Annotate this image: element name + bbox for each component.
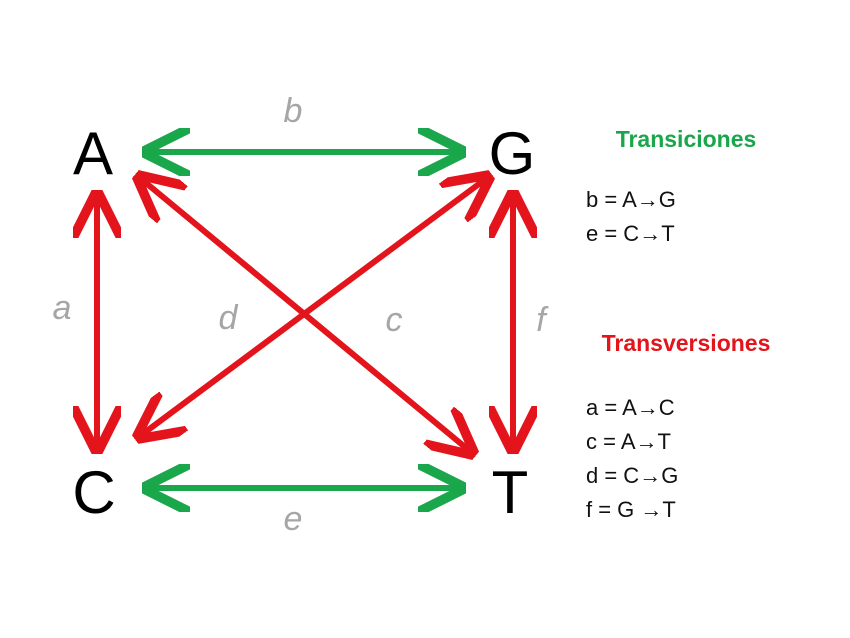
legend-transversions-list: a = A→C c = A→T d = C→G f = G →T xyxy=(586,391,786,527)
legend-item: e = C→T xyxy=(586,221,675,246)
legend-transitions-title: Transiciones xyxy=(615,126,757,152)
node-c-label: C xyxy=(72,459,115,526)
edge-a-label: a xyxy=(53,289,72,327)
edge-d-label: d xyxy=(219,299,239,337)
edge-d-arrow xyxy=(140,178,487,436)
legend-item: d = C→G xyxy=(586,463,679,488)
node-t-label: T xyxy=(492,459,529,526)
legend-transitions: Transiciones b = A→G e = C→T xyxy=(586,126,786,251)
legend-item: b = A→G xyxy=(586,187,676,212)
legend-item: c = A→T xyxy=(586,429,671,454)
legend-transversions: Transversiones a = A→C c = A→T d = C→G f… xyxy=(586,330,786,527)
legend-item: f = G →T xyxy=(586,497,676,522)
legend-transitions-list: b = A→G e = C→T xyxy=(586,183,786,251)
edge-c-label: c xyxy=(386,301,403,339)
legend-item: a = A→C xyxy=(586,395,675,420)
node-g-label: G xyxy=(489,120,536,187)
node-a-label: A xyxy=(73,120,113,187)
edge-f-label: f xyxy=(536,301,549,339)
legend-transversions-title: Transversiones xyxy=(601,330,771,356)
edge-e-label: e xyxy=(284,500,303,538)
edge-b-label: b xyxy=(284,92,303,130)
